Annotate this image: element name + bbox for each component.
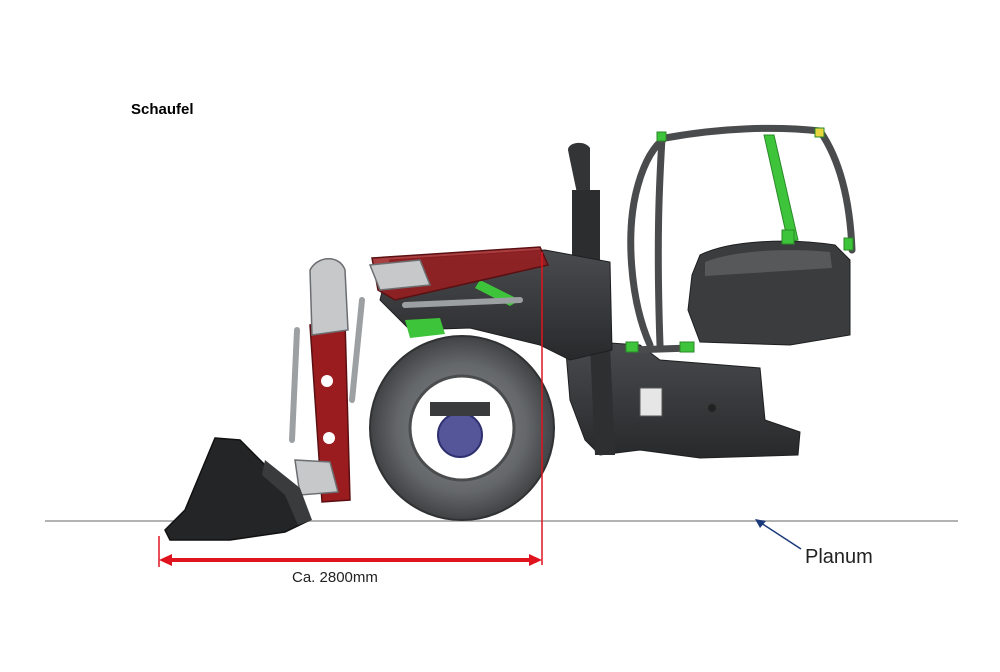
bucket	[164, 437, 312, 541]
planum-leader	[755, 519, 802, 550]
diagram-title: Schaufel	[131, 101, 194, 118]
cab-seat	[687, 240, 851, 346]
boom-brackets	[294, 258, 432, 496]
cab-green-struts	[625, 127, 854, 353]
exhaust-pipe	[568, 142, 600, 260]
dimension-marker	[158, 252, 543, 567]
hydraulic-cylinders	[289, 297, 523, 443]
rear-body	[564, 339, 801, 459]
front-wheel	[369, 335, 555, 521]
ground-label: Planum	[805, 546, 873, 568]
dimension-label: Ca. 2800mm	[292, 569, 378, 586]
